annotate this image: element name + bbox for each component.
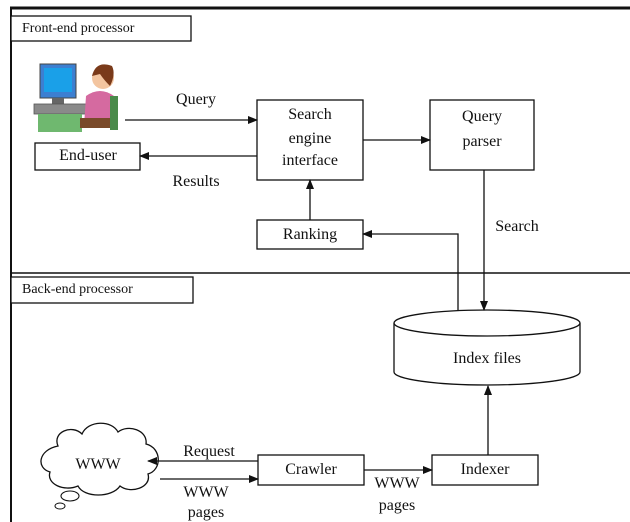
cloud-icon bbox=[40, 422, 159, 510]
index-files-cylinder bbox=[393, 309, 581, 386]
request-edge-label: Request bbox=[183, 443, 235, 460]
query-edge-label: Query bbox=[176, 91, 216, 108]
end-user-box bbox=[34, 142, 141, 171]
www-label: WWW bbox=[75, 456, 121, 473]
index-files-label: Index files bbox=[453, 350, 521, 367]
query-parser-label-2: parser bbox=[462, 133, 502, 150]
search-interface-label-3: interface bbox=[282, 152, 338, 169]
index-to-ranking-arrow bbox=[362, 230, 459, 310]
person-at-computer-icon bbox=[33, 63, 118, 132]
www-pages-label-1b: pages bbox=[187, 504, 225, 521]
query-parser-box bbox=[429, 99, 535, 171]
front-end-label-box bbox=[10, 15, 192, 42]
search-interface-label-2: engine bbox=[288, 130, 332, 147]
query-parser-label-1: Query bbox=[462, 108, 502, 125]
indexer-box bbox=[431, 454, 539, 486]
indexer-label: Indexer bbox=[460, 461, 510, 478]
results-edge-label: Results bbox=[172, 173, 220, 190]
search-interface-label-1: Search bbox=[288, 106, 332, 123]
back-end-label: Back-end processor bbox=[22, 282, 133, 297]
www-pages-label-1a: WWW bbox=[183, 484, 229, 501]
ranking-label: Ranking bbox=[282, 226, 338, 243]
www-pages-label-2b: pages bbox=[378, 497, 416, 514]
end-user-label: End-user bbox=[59, 147, 117, 164]
ranking-box bbox=[256, 219, 364, 250]
search-edge-label: Search bbox=[495, 218, 539, 235]
back-end-label-box bbox=[10, 276, 194, 304]
front-end-label: Front-end processor bbox=[22, 21, 135, 36]
crawler-label: Crawler bbox=[285, 461, 337, 478]
crawler-box bbox=[257, 454, 365, 486]
www-pages-label-2a: WWW bbox=[374, 475, 420, 492]
